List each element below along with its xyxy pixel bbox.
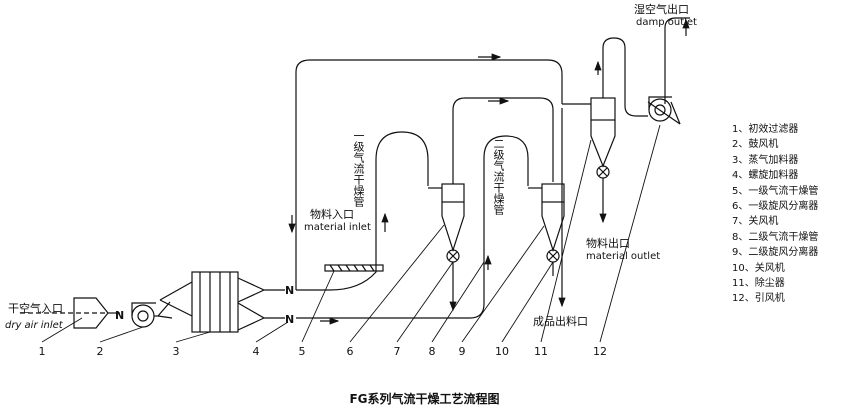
steam-heater-icon <box>159 271 285 333</box>
second-cyclone-icon <box>528 183 565 252</box>
first-cyclone-icon <box>428 97 554 252</box>
dry-air-inlet-label-en: dry air inlet <box>5 320 63 331</box>
legend-item: 12、引风机 <box>732 293 785 305</box>
leader-lines <box>41 124 661 343</box>
material-outlet-label-en: material outlet <box>586 251 661 262</box>
product-outlet-label: 成品出料口 <box>533 315 588 328</box>
damp-outlet-label-en: damp outlet <box>636 17 697 28</box>
first-stage-pipe-label: 一级气流干燥管 <box>352 130 365 207</box>
callout-number: 5 <box>298 345 306 358</box>
callout-number: 6 <box>346 345 354 358</box>
rotary-valve-2-icon <box>546 249 560 276</box>
material-outlet-label-cn: 物料出口 <box>586 237 630 250</box>
first-stage-pipe-icon <box>288 53 563 291</box>
n-mark-2: N <box>285 313 295 326</box>
legend-list: 1、初效过滤器 2、鼓风机 3、蒸气加料器 4、螺旋加料器 5、一级气流干燥管 … <box>732 122 844 307</box>
diagram-caption: FG系列气流干燥工艺流程图 <box>349 392 500 406</box>
callout-number: 1 <box>38 345 46 358</box>
screw-feeder-icon <box>324 264 384 272</box>
dry-air-inlet-label-cn: 干空气入口 <box>8 302 63 315</box>
legend-item: 5、一级气流干燥管 <box>732 185 819 197</box>
induced-fan-icon <box>647 17 690 125</box>
legend-item: 2、鼓风机 <box>732 139 779 151</box>
n-mark-1: N <box>285 284 295 297</box>
dust-collector-icon <box>558 37 648 308</box>
legend-item: 8、二级气流干燥管 <box>732 231 819 243</box>
legend-item: 3、蒸气加料器 <box>732 154 799 166</box>
legend-item: 10、关风机 <box>732 262 785 274</box>
callout-number: 12 <box>593 345 607 358</box>
legend-item: 4、螺旋加料器 <box>732 170 799 182</box>
callout-number: 4 <box>252 345 260 358</box>
callout-number: 2 <box>96 345 104 358</box>
legend-item: 7、关风机 <box>732 216 779 228</box>
n-mark-3: N <box>115 309 125 322</box>
callout-number: 8 <box>428 345 436 358</box>
material-inlet-label-en: material inlet <box>304 222 371 233</box>
legend-item: 1、初效过滤器 <box>732 124 799 135</box>
callout-number: 7 <box>393 345 401 358</box>
legend-item: 11、除尘器 <box>732 278 785 290</box>
rotary-valve-1-icon <box>446 249 460 312</box>
callout-number: 3 <box>172 345 180 358</box>
callout-number: 10 <box>495 345 509 358</box>
legend-item: 6、一级旋风分离器 <box>732 201 819 213</box>
second-stage-pipe-label: 二级气流干燥管 <box>492 138 505 215</box>
legend-item: 9、二级旋风分离器 <box>732 247 819 259</box>
second-stage-pipe-icon <box>296 135 529 325</box>
material-inlet-label-cn: 物料入口 <box>310 208 354 221</box>
callout-number: 9 <box>458 345 466 358</box>
callout-number: 11 <box>534 345 548 358</box>
damp-outlet-label-cn: 湿空气出口 <box>634 3 689 16</box>
